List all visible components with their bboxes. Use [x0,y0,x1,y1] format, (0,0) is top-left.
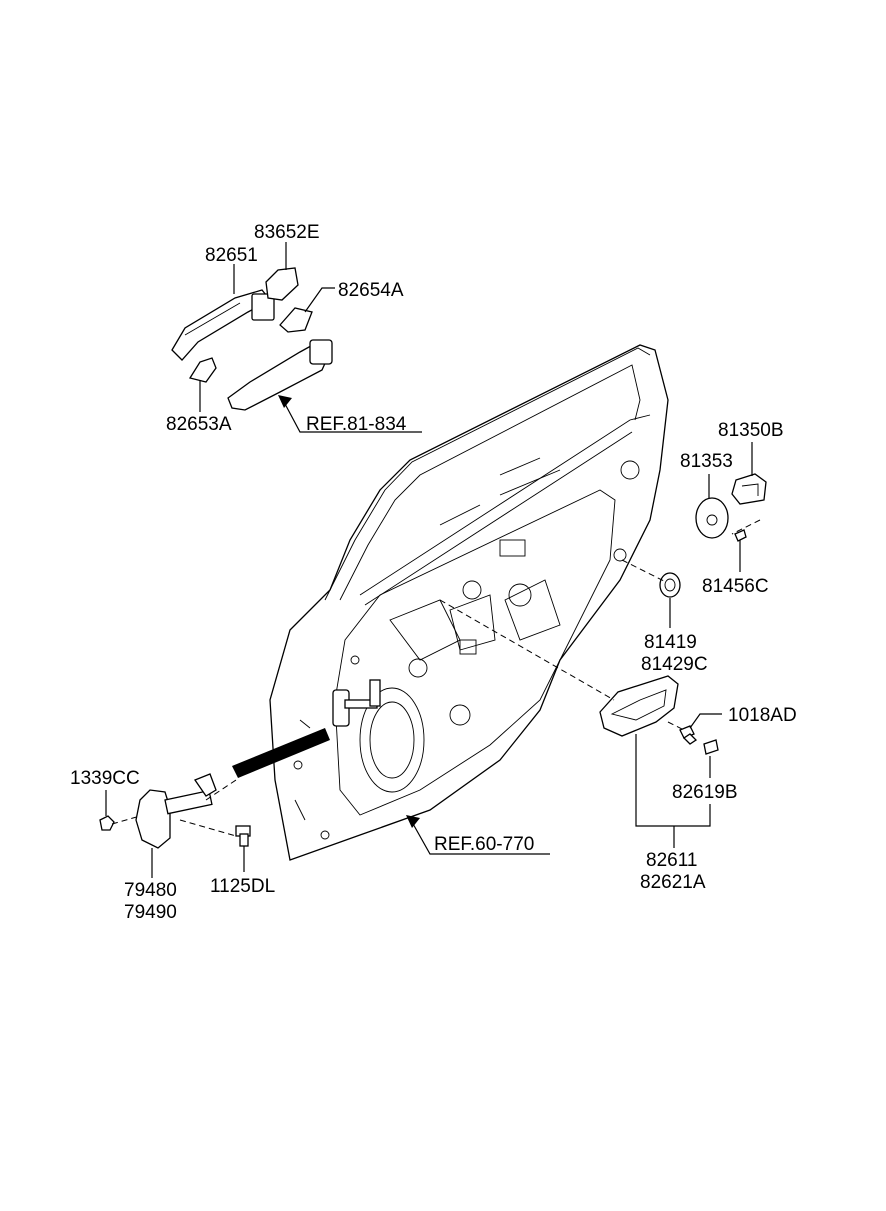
cover-81353 [695,497,729,539]
part-labels: 83652E 82651 82654A 82653A REF.81-834 81… [70,222,797,923]
handle-frame [227,339,333,411]
cap-82619B [703,739,719,755]
inside-handle-82611 [599,675,679,737]
striker-81350B [731,473,767,505]
screw-81456C [734,529,747,542]
leader-lines [105,242,753,878]
label-82611: 82611 [646,850,697,871]
door-check-79480 [135,773,217,849]
bolt-1125DL [235,825,251,847]
dashed-lines [111,519,761,837]
label-83652E: 83652E [254,222,320,243]
label-1018AD: 1018AD [728,705,797,726]
rear-door-shell [232,344,669,861]
label-81350B: 81350B [718,420,784,441]
label-81419: 81419 [644,632,697,653]
label-81456C: 81456C [702,576,769,597]
label-81429C: 81429C [641,654,708,675]
label-82621A: 82621A [640,872,706,893]
label-ref-60-770: REF.60-770 [434,834,534,855]
label-82654A: 82654A [338,280,404,301]
grommet-81419 [659,572,681,598]
label-79480: 79480 [124,880,177,901]
label-1125DL: 1125DL [210,876,275,897]
gasket-82654A [279,307,313,333]
label-ref-81-834: REF.81-834 [306,414,407,435]
nut-1339CC [99,815,115,831]
label-82651: 82651 [205,245,258,266]
outside-handle-82651 [171,289,275,361]
handle-cap-83652E [265,267,299,301]
label-82653A: 82653A [166,414,232,435]
label-79490: 79490 [124,902,177,923]
bolt-1018AD [679,725,698,745]
label-1339CC: 1339CC [70,768,140,789]
label-81353: 81353 [680,451,733,472]
label-82619B: 82619B [672,782,738,803]
gasket-82653A [188,357,217,383]
